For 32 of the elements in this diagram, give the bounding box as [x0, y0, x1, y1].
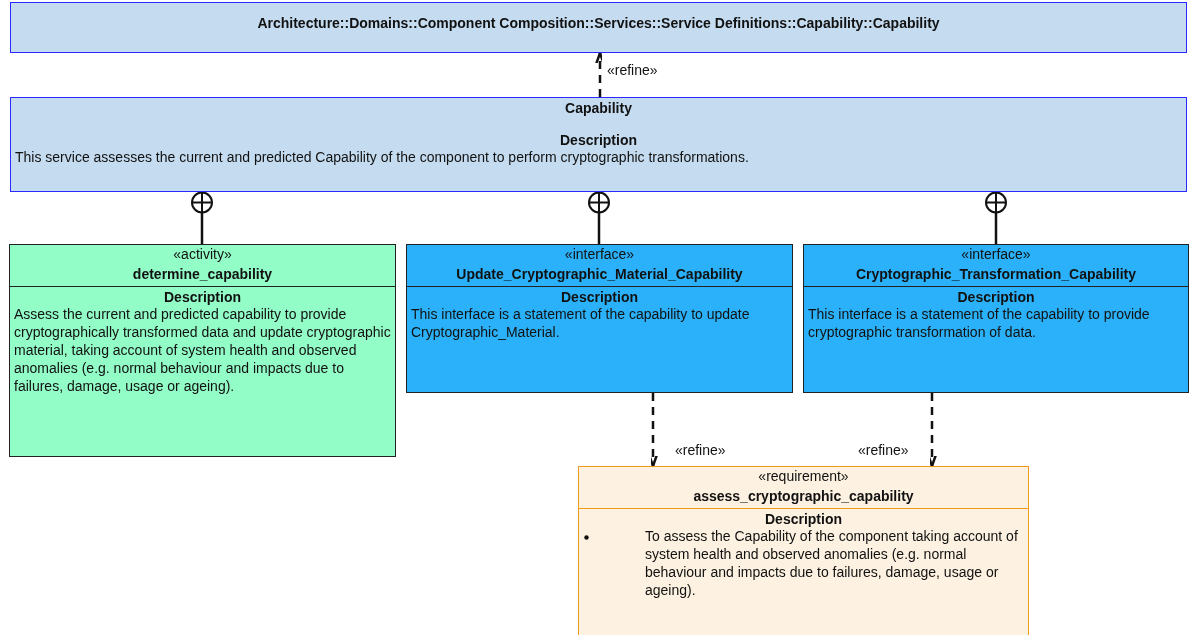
section-heading: Description: [559, 132, 638, 148]
containment-connector: [588, 191, 610, 244]
class-name: assess_cryptographic_capability: [692, 488, 915, 504]
package-box: [10, 2, 1187, 53]
description-text: This interface is a statement of the capability to provide cryptographic transformation of data.: [808, 305, 1151, 341]
stereotype-label: «requirement»: [757, 468, 850, 484]
description-text: This interface is a statement of the capability to update Cryptographic_Material.: [411, 305, 751, 341]
section-heading: Description: [560, 289, 639, 305]
class-name: Update_Cryptographic_Material_Capability: [455, 266, 744, 282]
description-text: This service assesses the current and predicted Capability of the component to perform cryptographic transformations.: [15, 148, 750, 166]
description-text: Assess the current and predicted capability to provide cryptographically transformed data and update cryptographic material, taking account of system health and observed anomalies (e.g. normal behaviour and impacts due to failures, damage, usage or ageing).: [14, 305, 391, 395]
section-heading: Description: [956, 289, 1036, 305]
package-box: [10, 97, 1187, 192]
edge-label: «refine»: [857, 442, 910, 458]
class-name: Capability: [564, 100, 633, 116]
stereotype-label: «interface»: [960, 246, 1032, 262]
class-name: Cryptographic_Transformation_Capability: [854, 266, 1138, 282]
class-box: [803, 244, 1189, 393]
stereotype-label: «activity»: [172, 246, 233, 262]
section-heading: Description: [764, 511, 843, 527]
class-box: [406, 244, 793, 393]
edge-label: «refine»: [674, 442, 727, 458]
section-heading: Description: [163, 289, 242, 305]
containment-connector: [191, 191, 213, 244]
stereotype-label: «interface»: [563, 246, 636, 262]
class-box: [9, 244, 396, 457]
edge-label: «refine»: [606, 62, 659, 78]
class-name: determine_capability: [131, 266, 274, 282]
containment-connector: [985, 191, 1007, 244]
class-box: [578, 466, 1029, 635]
class-name: Architecture::Domains::Component Composition::Services::Service Definitions::Capability::Capability: [256, 15, 941, 31]
description-text: To assess the Capability of the component taking account of system health and observed anomalies (e.g. normal behaviour and impacts due to failures, damage, usage or ageing).: [645, 527, 1018, 599]
